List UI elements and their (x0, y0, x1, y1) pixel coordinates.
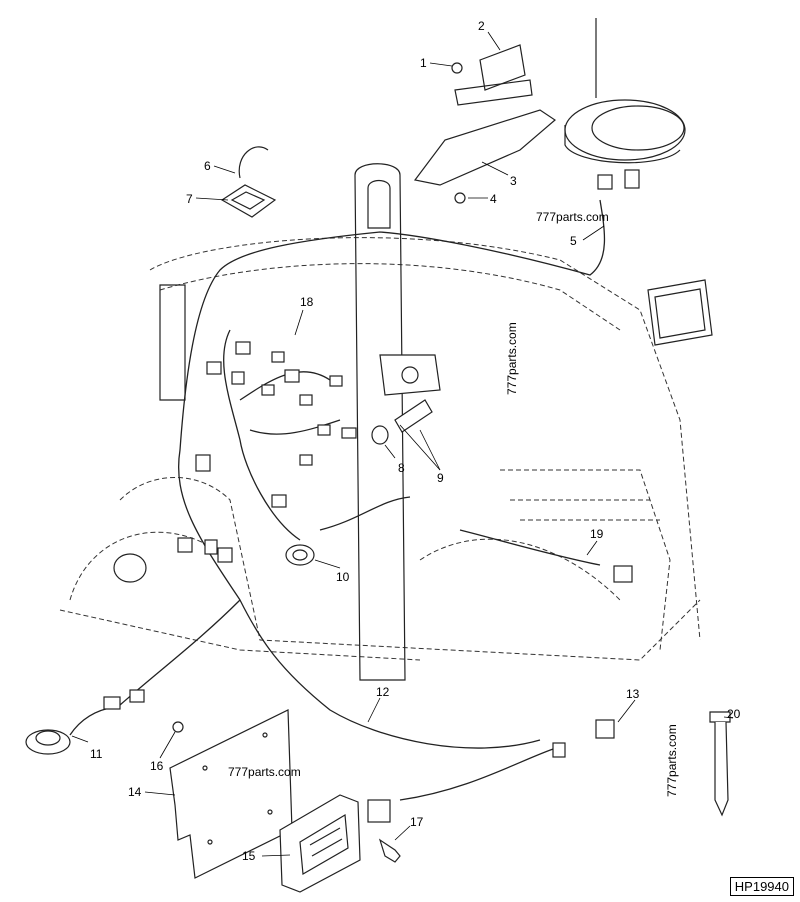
cab-outline (59, 237, 701, 661)
callout-label: 5 (570, 234, 577, 248)
figure-reference: HP19940 (729, 877, 794, 896)
callout-label: 9 (437, 471, 444, 485)
callout-label: 1 (420, 56, 427, 70)
callout-label: 20 (727, 707, 741, 721)
callout-label: 7 (186, 192, 193, 206)
mounting-plate (169, 709, 293, 879)
callout-label: 19 (590, 527, 604, 541)
callout-label: 13 (626, 687, 640, 701)
cable-tie-parts (220, 146, 277, 218)
control-module (279, 794, 361, 893)
callout-label: 18 (300, 295, 314, 309)
leader-lines (71, 31, 734, 857)
callout-label: 17 (410, 815, 424, 829)
gps-receiver (564, 18, 686, 164)
callout-label: 4 (490, 192, 497, 206)
hardware (172, 62, 731, 863)
wiring-harness (69, 199, 606, 801)
callout-label: 11 (90, 747, 103, 761)
mounting-bracket (413, 44, 556, 186)
callout-label: 14 (128, 785, 142, 799)
watermark: 777parts.com (665, 724, 679, 797)
watermark: 777parts.com (228, 765, 301, 779)
watermark: 777parts.com (505, 322, 519, 395)
mirror (647, 279, 713, 346)
callout-label: 3 (510, 174, 517, 188)
watermark: 777parts.com (536, 210, 609, 224)
callout-label: 12 (376, 685, 390, 699)
callout-label: 15 (242, 849, 256, 863)
callout-label: 2 (478, 19, 485, 33)
callout-label: 10 (336, 570, 350, 584)
callout-label: 16 (150, 759, 164, 773)
round-connector (113, 354, 441, 583)
callout-label: 8 (398, 461, 405, 475)
callout-labels: 1 2 3 4 5 6 7 8 9 10 11 12 13 14 15 16 1… (90, 19, 741, 863)
connectors (103, 169, 640, 823)
callout-label: 6 (204, 159, 211, 173)
speaker (25, 729, 71, 755)
watermarks: 777parts.com 777parts.com 777parts.com 7… (228, 210, 679, 797)
